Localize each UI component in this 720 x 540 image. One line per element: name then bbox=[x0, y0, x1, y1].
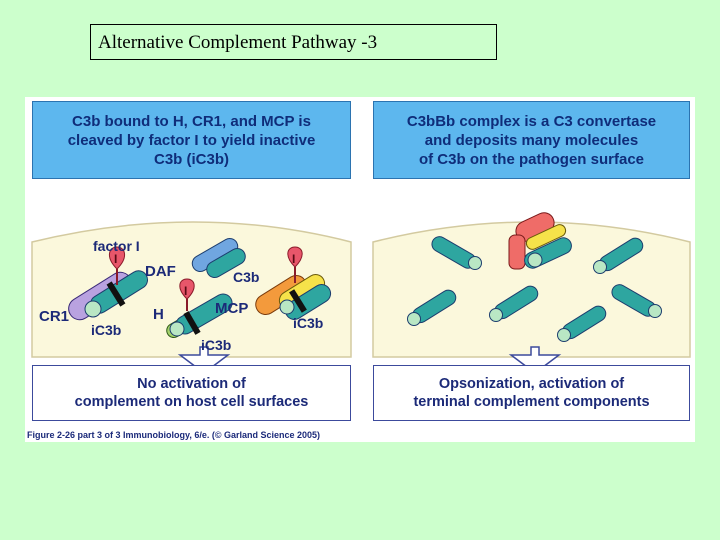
daf-c3b-complex bbox=[191, 238, 246, 278]
label-i-1: I bbox=[114, 252, 117, 266]
label-ic3b-1: iC3b bbox=[91, 322, 121, 338]
c3-convertase-complex bbox=[508, 212, 572, 270]
label-cr1: CR1 bbox=[39, 308, 69, 325]
slide-title: Alternative Complement Pathway -3 bbox=[90, 24, 497, 60]
label-i-3: I bbox=[292, 252, 295, 266]
figure-caption: Figure 2-26 part 3 of 3 Immunobiology, 6… bbox=[27, 430, 321, 440]
label-i-2: I bbox=[184, 284, 187, 298]
right-panel-header: C3bBb complex is a C3 convertase and dep… bbox=[373, 101, 690, 179]
label-mcp: MCP bbox=[215, 300, 248, 317]
deposited-c3b-molecules bbox=[407, 236, 662, 342]
right-panel-footer: Opsonization, activation of terminal com… bbox=[373, 365, 690, 421]
h-ic3b-complex bbox=[166, 278, 233, 338]
left-panel-header: C3b bound to H, CR1, and MCP is cleaved … bbox=[32, 101, 351, 179]
cr1-ic3b-complex bbox=[68, 246, 149, 321]
left-panel-footer: No activation of complement on host cell… bbox=[32, 365, 351, 421]
label-factor-i: factor I bbox=[93, 238, 140, 254]
diagram-canvas: factor I DAF C3b CR1 iC3b H MCP iC3b iC3… bbox=[31, 212, 691, 374]
mcp-ic3b-complex bbox=[255, 246, 332, 320]
label-c3b: C3b bbox=[233, 269, 259, 285]
label-h: H bbox=[153, 306, 164, 323]
label-daf: DAF bbox=[145, 263, 176, 280]
label-ic3b-3: iC3b bbox=[293, 315, 323, 331]
label-ic3b-2: iC3b bbox=[201, 337, 231, 353]
figure: factor I DAF C3b CR1 iC3b H MCP iC3b iC3… bbox=[25, 97, 695, 442]
